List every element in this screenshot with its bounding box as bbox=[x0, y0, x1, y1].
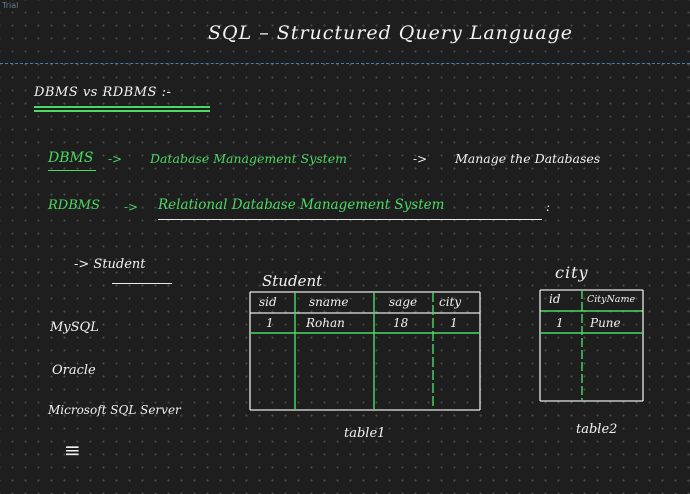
rdbms-expansion-underline bbox=[158, 219, 542, 220]
rdbms-term: RDBMS bbox=[48, 198, 100, 213]
table2-cell: 1 bbox=[556, 316, 564, 330]
table2-header-cell: CityName bbox=[587, 294, 636, 305]
student-pointer: -> Student bbox=[74, 257, 146, 272]
app-tag: Trial bbox=[2, 1, 19, 10]
table2-header-cell: id bbox=[549, 292, 561, 306]
table2-cell: Pune bbox=[590, 316, 621, 330]
dbms-term-underline bbox=[48, 170, 96, 171]
page-title: SQL – Structured Query Language bbox=[208, 22, 574, 44]
table1-header-cell: sid bbox=[259, 295, 277, 309]
dbms-arrow: -> bbox=[108, 152, 123, 166]
table2-title: city bbox=[555, 263, 589, 282]
table1-cell: 18 bbox=[393, 316, 409, 330]
heading-underline-2 bbox=[34, 110, 210, 112]
table1-header-cell: sage bbox=[389, 295, 418, 309]
rdbms-expansion: Relational Database Management System bbox=[158, 197, 445, 213]
table1-title: Student bbox=[262, 272, 323, 290]
vendor-item: MySQL bbox=[50, 320, 99, 335]
dbms-expansion: Database Management System bbox=[150, 151, 347, 166]
vendor-item: Oracle bbox=[52, 363, 96, 378]
dbms-arrow-2: -> bbox=[413, 152, 428, 166]
section-divider bbox=[0, 63, 690, 64]
rdbms-arrow: -> bbox=[124, 200, 139, 214]
table1-cell: 1 bbox=[450, 316, 458, 330]
table1-cell: 1 bbox=[266, 316, 274, 330]
dbms-term: DBMS bbox=[48, 150, 94, 166]
student-pointer-underline bbox=[112, 283, 172, 284]
section-heading: DBMS vs RDBMS :- bbox=[34, 85, 172, 100]
dbms-note: Manage the Databases bbox=[455, 151, 601, 166]
rdbms-tail: : bbox=[546, 200, 551, 214]
table1-cell: Rohan bbox=[306, 316, 345, 330]
table1-header-cell: sname bbox=[309, 295, 349, 309]
table2-caption: table2 bbox=[576, 422, 618, 437]
table1-caption: table1 bbox=[344, 426, 386, 441]
vendor-item: Microsoft SQL Server bbox=[48, 403, 181, 417]
vendor-item: ≡ bbox=[64, 438, 81, 462]
heading-underline bbox=[34, 106, 210, 108]
table1-header-cell: city bbox=[439, 295, 462, 309]
